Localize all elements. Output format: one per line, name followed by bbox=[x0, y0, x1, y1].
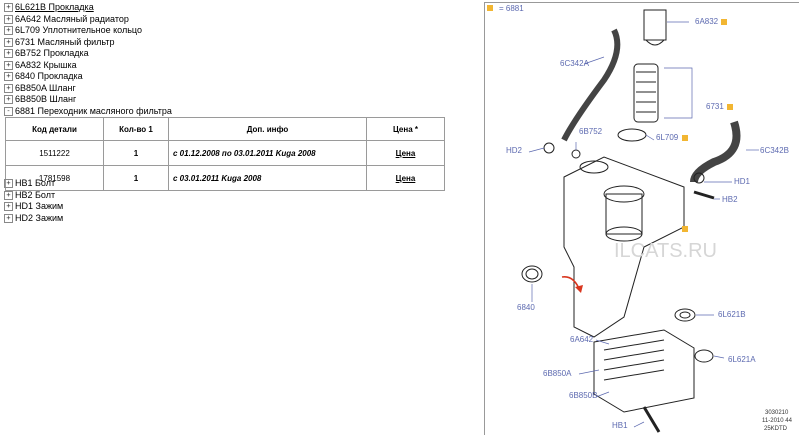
callout-6C342B[interactable]: 6C342B bbox=[760, 146, 789, 155]
tree-node-6L709[interactable]: +6L709 Уплотнительное кольцо bbox=[4, 25, 444, 37]
gasket-6L621B-shape bbox=[674, 308, 696, 322]
expand-toggle-icon[interactable]: + bbox=[4, 179, 13, 189]
hose-6C342B-shape bbox=[690, 120, 741, 183]
oil-filter-shape bbox=[633, 63, 659, 123]
gasket-6840-shape bbox=[521, 265, 543, 283]
part-qty: 1 bbox=[103, 140, 169, 166]
tree-node-6731[interactable]: +6731 Масляный фильтр bbox=[4, 37, 444, 49]
expand-toggle-icon[interactable]: + bbox=[4, 49, 13, 59]
clamp-HD2-shape bbox=[543, 142, 555, 154]
tree-node-HD2[interactable]: +HD2 Зажим bbox=[4, 213, 63, 225]
expand-toggle-icon[interactable]: + bbox=[4, 72, 13, 82]
part-qty: 1 bbox=[103, 165, 169, 191]
tree-node-6L621B[interactable]: +6L621B Прокладка bbox=[4, 2, 444, 14]
gasket-6L621A-shape bbox=[694, 349, 714, 363]
expand-toggle-icon[interactable]: + bbox=[4, 3, 13, 13]
hose-6C342A-shape bbox=[561, 28, 621, 142]
expand-toggle-icon[interactable]: + bbox=[4, 60, 13, 70]
diagram-meta-2: 11-2010 44 bbox=[762, 418, 792, 424]
tree-node-HB2[interactable]: +HB2 Болт bbox=[4, 190, 63, 202]
expand-toggle-icon[interactable]: + bbox=[4, 37, 13, 47]
highlight-marker-icon bbox=[682, 135, 688, 141]
expand-toggle-icon[interactable]: + bbox=[4, 95, 13, 105]
highlight-marker-icon bbox=[487, 5, 493, 11]
callout-HB1[interactable]: HB1 bbox=[612, 421, 628, 430]
parts-tree: +6L621B Прокладка +6A642 Масляный радиат… bbox=[4, 2, 444, 117]
tree-node-HB1[interactable]: +HB1 Болт bbox=[4, 178, 63, 190]
part-code: 1511222 bbox=[5, 140, 104, 166]
tree-node-6840[interactable]: +6840 Прокладка bbox=[4, 71, 444, 83]
collapse-toggle-icon[interactable]: - bbox=[4, 106, 13, 116]
price-link[interactable]: Цена bbox=[395, 173, 416, 183]
highlight-marker-icon bbox=[727, 104, 733, 110]
callout-6L709[interactable]: 6L709 bbox=[656, 133, 679, 142]
parts-table: Код детали Кол-во 1 Доп. инфо Цена * 151… bbox=[5, 117, 445, 191]
watermark-text: ILCATS.RU bbox=[614, 240, 717, 262]
parts-tree-continued: +HB1 Болт +HB2 Болт +HD1 Зажим +HD2 Зажи… bbox=[4, 178, 63, 224]
col-header-code: Код детали bbox=[5, 117, 104, 141]
tree-node-6B752[interactable]: +6B752 Прокладка bbox=[4, 48, 444, 60]
col-header-info: Доп. инфо bbox=[168, 117, 367, 141]
callout-HD1[interactable]: HD1 bbox=[734, 177, 751, 186]
part-code: 1781598 bbox=[5, 165, 104, 191]
callout-6840[interactable]: 6840 bbox=[517, 303, 535, 312]
callout-HB2[interactable]: HB2 bbox=[722, 195, 738, 204]
callout-6A832[interactable]: 6A832 bbox=[695, 17, 719, 26]
expand-toggle-icon[interactable]: + bbox=[4, 213, 13, 223]
exploded-view-drawing: ILCATS.RU bbox=[521, 9, 759, 433]
callout-6B850A[interactable]: 6B850A bbox=[543, 369, 572, 378]
tree-node-6881[interactable]: -6881 Переходник масляного фильтра bbox=[4, 106, 444, 118]
table-header-row: Код детали Кол-во 1 Доп. инфо Цена * bbox=[5, 117, 445, 141]
highlight-marker-icon bbox=[721, 19, 727, 25]
expand-toggle-icon[interactable]: + bbox=[4, 190, 13, 200]
gasket-6B752-shape bbox=[571, 149, 581, 159]
expand-toggle-icon[interactable]: + bbox=[4, 26, 13, 36]
price-cell: Цена bbox=[366, 165, 445, 191]
diagram-meta-1: 3030210 bbox=[765, 410, 789, 416]
callout-6L621B[interactable]: 6L621B bbox=[718, 310, 746, 319]
parts-diagram bbox=[484, 2, 799, 435]
tree-node-6B850B[interactable]: +6B850B Шланг bbox=[4, 94, 444, 106]
tree-node-6A642[interactable]: +6A642 Масляный радиатор bbox=[4, 14, 444, 26]
callout-6B850B[interactable]: 6B850B bbox=[569, 391, 598, 400]
callout-6L621A[interactable]: 6L621A bbox=[728, 355, 756, 364]
callout-6A642[interactable]: 6A642 bbox=[570, 335, 594, 344]
callout-HD2[interactable]: HD2 bbox=[506, 146, 523, 155]
table-row: 1511222 1 с 01.12.2008 по 03.01.2011 Kug… bbox=[5, 140, 445, 166]
tree-node-6B850A[interactable]: +6B850A Шланг bbox=[4, 83, 444, 95]
price-cell: Цена bbox=[366, 140, 445, 166]
col-header-qty: Кол-во 1 bbox=[103, 117, 169, 141]
tree-node-HD1[interactable]: +HD1 Зажим bbox=[4, 201, 63, 213]
expand-toggle-icon[interactable]: + bbox=[4, 83, 13, 93]
bolt-HB2-shape bbox=[693, 190, 715, 200]
filter-cap-shape bbox=[643, 9, 667, 41]
expand-toggle-icon[interactable]: + bbox=[4, 202, 13, 212]
highlight-marker-icon bbox=[682, 226, 688, 232]
adapter-housing-shape bbox=[563, 156, 685, 338]
expand-toggle-icon[interactable]: + bbox=[4, 14, 13, 24]
callout-6731[interactable]: 6731 bbox=[706, 102, 724, 111]
clamp-HD1-shape bbox=[693, 172, 705, 184]
part-info: с 03.01.2011 Kuga 2008 bbox=[168, 165, 367, 191]
part-info: с 01.12.2008 по 03.01.2011 Kuga 2008 bbox=[168, 140, 367, 166]
callout-6B752[interactable]: 6B752 bbox=[579, 127, 603, 136]
tree-node-6A832[interactable]: +6A832 Крышка bbox=[4, 60, 444, 72]
oil-cooler-shape bbox=[593, 329, 695, 413]
col-header-price: Цена * bbox=[366, 117, 445, 141]
callout-6C342A[interactable]: 6C342A bbox=[560, 59, 589, 68]
bolt-HB1-shape bbox=[642, 406, 661, 433]
o-ring-shape bbox=[617, 128, 647, 142]
table-row: 1781598 1 с 03.01.2011 Kuga 2008 Цена bbox=[5, 165, 445, 191]
diagram-header-label: = 6881 bbox=[499, 4, 524, 13]
diagram-meta-3: 25KDTD bbox=[764, 426, 788, 432]
price-link[interactable]: Цена bbox=[395, 148, 416, 158]
